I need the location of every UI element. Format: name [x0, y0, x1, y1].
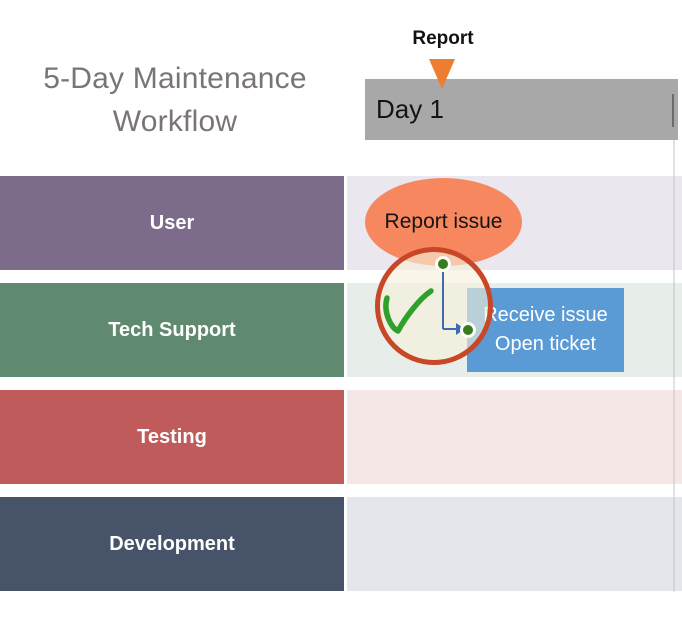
lane-track-development	[347, 497, 682, 591]
timeline-day-header: Day 1	[365, 79, 678, 140]
connector-line-horizontal	[443, 328, 458, 330]
checkmark-icon	[383, 288, 434, 334]
lane-label-tech-support: Tech Support	[0, 283, 344, 377]
node-receive-issue: Receive issue Open ticket	[467, 288, 624, 372]
lane-label-text: Tech Support	[108, 318, 236, 341]
lane-label-testing: Testing	[0, 390, 344, 484]
connector-endpoint-end	[460, 322, 476, 338]
highlight-circle-annotation	[375, 247, 493, 365]
day-column-divider	[673, 140, 675, 592]
lane-label-user: User	[0, 176, 344, 270]
day-label: Day 1	[376, 94, 444, 124]
arrow-down-icon	[429, 59, 455, 89]
day-header-divider-tick	[672, 94, 674, 127]
lane-label-text: Testing	[137, 425, 207, 448]
connector-endpoint-start	[435, 256, 451, 272]
lane-label-development: Development	[0, 497, 344, 591]
node-label: Report issue	[384, 210, 503, 233]
node-label-line1: Receive issue	[483, 304, 608, 326]
node-label-line2: Open ticket	[494, 333, 597, 355]
connector-line-vertical	[442, 268, 444, 329]
lane-label-text: User	[149, 211, 195, 234]
lane-track-testing	[347, 390, 682, 484]
lane-label-text: Development	[109, 532, 235, 555]
page-title: 5-Day Maintenance Workflow	[43, 62, 307, 138]
report-annotation-label: Report	[412, 28, 474, 49]
